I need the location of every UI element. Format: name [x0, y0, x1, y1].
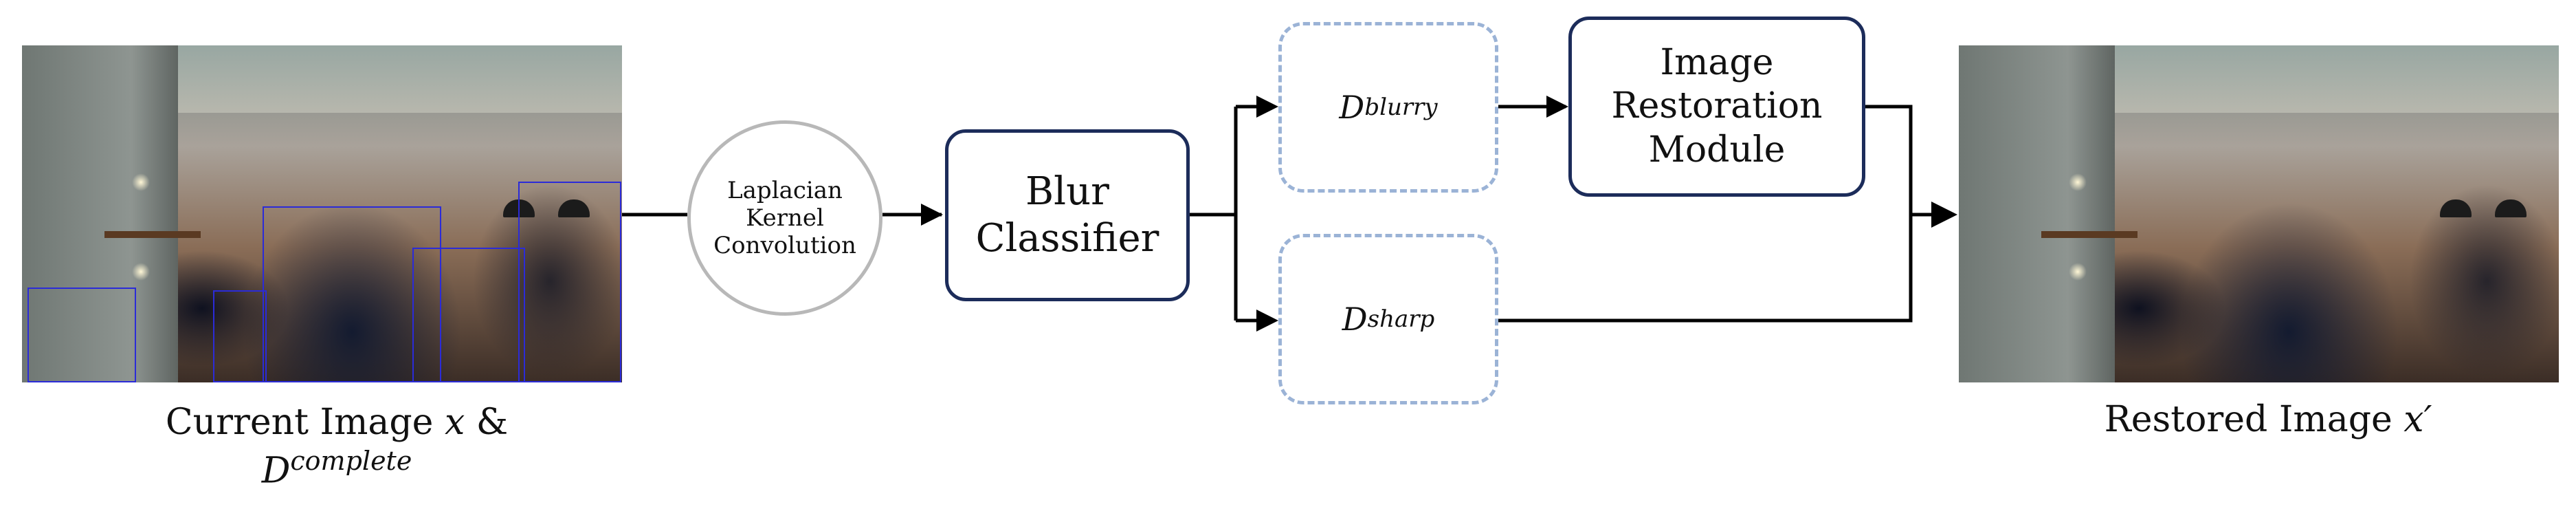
arrowhead-sharp — [1256, 310, 1278, 332]
laplacian-kernel-node: Laplacian Kernel Convolution — [687, 120, 882, 316]
output-caption-text: Restored Image — [2104, 399, 2404, 440]
blur-classifier-node: Blur Classifier — [945, 129, 1190, 301]
restored-image — [1959, 45, 2559, 382]
input-caption-d-superscript: complete — [290, 446, 412, 476]
edge-classifier-split — [1189, 107, 1238, 321]
detection-box — [263, 206, 441, 382]
arrowhead-output — [1931, 202, 1957, 228]
arrowhead-blurry — [1256, 96, 1278, 118]
detection-box — [213, 290, 267, 382]
restored-image-pillar — [1959, 45, 2115, 382]
input-image — [22, 45, 622, 382]
detection-box — [412, 248, 525, 382]
input-image-light — [132, 173, 150, 191]
d-sharp-base: D — [1342, 301, 1368, 338]
output-caption: Restored Image x′ — [2048, 398, 2488, 442]
input-image-lamp — [558, 199, 590, 217]
detection-box — [27, 288, 136, 382]
restored-image-light — [2069, 263, 2087, 281]
restored-image-lamp — [2495, 199, 2527, 217]
restored-image-ceiling — [2114, 45, 2559, 113]
restored-image-shelf — [2041, 231, 2138, 238]
input-image-shelf — [104, 231, 201, 238]
edge-restoration-merge — [1864, 105, 1913, 215]
input-caption-text: Current Image — [165, 402, 445, 443]
image-restoration-node: Image Restoration Module — [1568, 17, 1865, 197]
input-caption-amp: & — [465, 402, 509, 443]
d-sharp-superscript: sharp — [1367, 305, 1435, 333]
arrowhead-restoration — [1546, 96, 1568, 118]
input-image-light — [132, 263, 150, 281]
d-blurry-base: D — [1339, 89, 1365, 126]
input-image-ceiling — [177, 45, 622, 113]
input-caption-line1: Current Image x & — [55, 400, 619, 445]
output-caption-var: x′ — [2403, 399, 2432, 440]
restored-image-light — [2069, 173, 2087, 191]
input-image-pillar — [22, 45, 178, 382]
input-caption: Current Image x & Dcomplete — [55, 400, 619, 493]
restored-image-lamp — [2440, 199, 2472, 217]
input-caption-d-base: D — [261, 450, 291, 492]
input-caption-var: x — [444, 402, 465, 443]
input-caption-line2: Dcomplete — [55, 445, 619, 493]
edge-sharp-merge — [1497, 215, 1913, 323]
arrowhead-classifier — [921, 204, 943, 226]
d-blurry-superscript: blurry — [1364, 94, 1438, 121]
detection-box — [518, 182, 621, 382]
